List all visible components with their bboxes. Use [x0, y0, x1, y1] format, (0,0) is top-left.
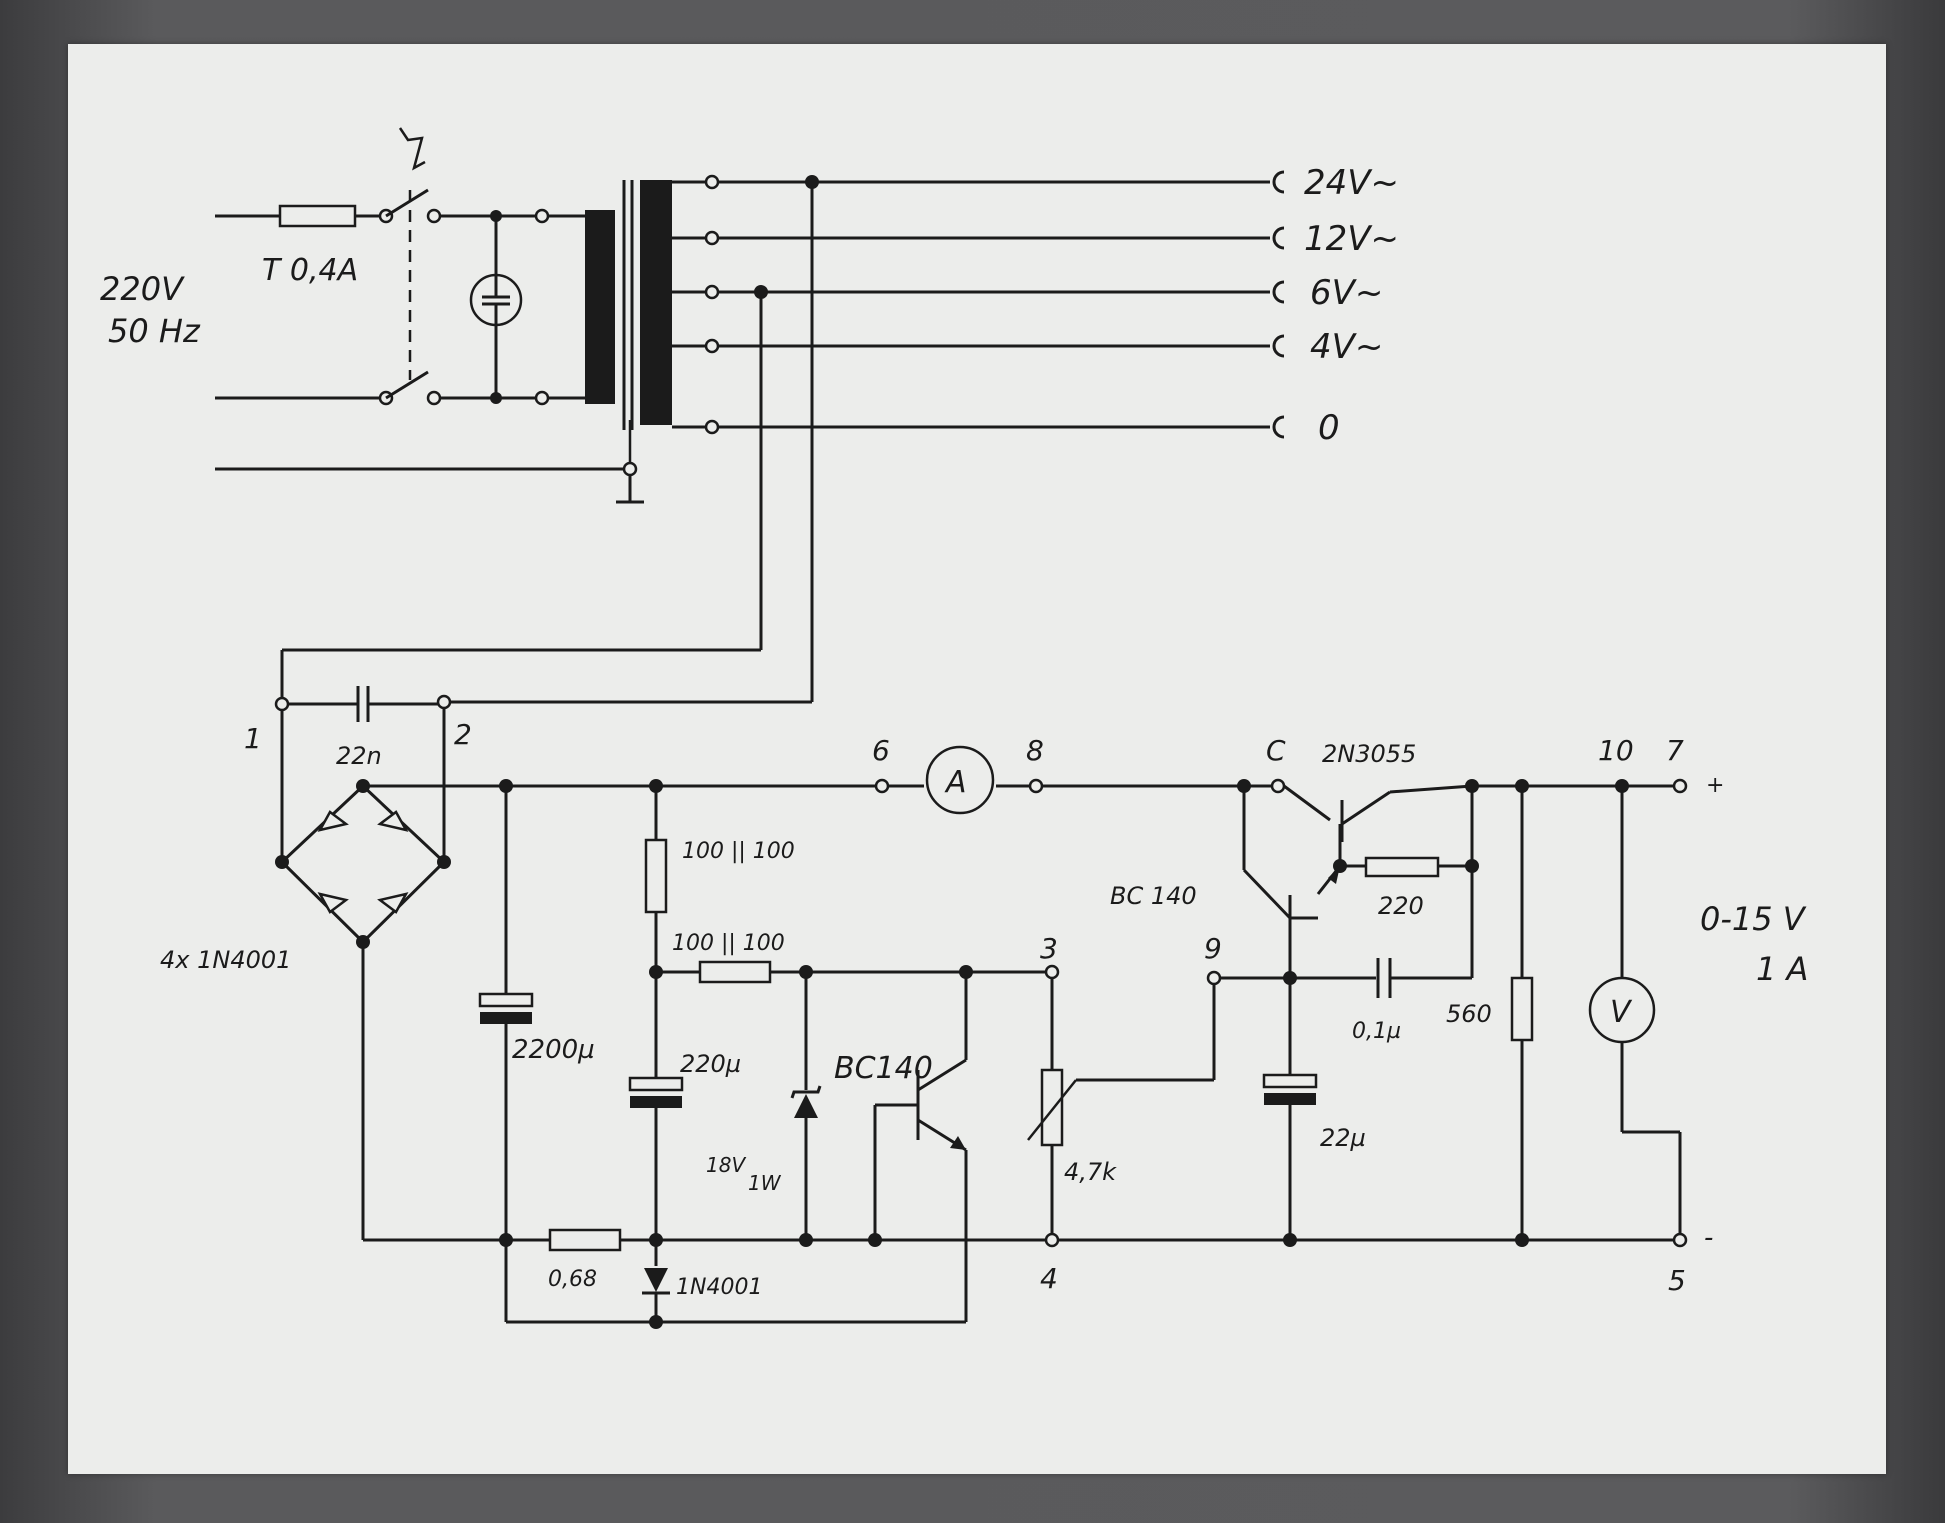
- bc140-driver-label: BC 140: [1110, 882, 1197, 910]
- mains-switch-top: [385, 188, 429, 218]
- negative-rail: [361, 942, 1688, 1252]
- terminal-5-label: 5: [1668, 1264, 1686, 1297]
- terminal-6-label: 6: [872, 734, 890, 767]
- output-voltage-rating: 0-15 V: [1700, 900, 1807, 938]
- cap-22-label: 22µ: [1320, 1124, 1366, 1152]
- cap-22n-label: 22n: [336, 742, 382, 770]
- node-1-label: 1: [244, 722, 262, 755]
- output-24v-label: 24V~: [1304, 163, 1399, 203]
- collector-label: C: [1266, 734, 1286, 767]
- output-6v-label: 6V~: [1310, 273, 1383, 313]
- cap-01-label: 0,1µ: [1352, 1019, 1401, 1044]
- mains-frequency-label: 50 Hz: [108, 312, 201, 350]
- r-mid-label: 100 || 100: [672, 931, 785, 956]
- output-current-rating: 1 A: [1756, 950, 1808, 988]
- transformer-outputs: [672, 170, 1285, 439]
- output-section: [1472, 778, 1688, 1240]
- terminal-8-label: 8: [1026, 734, 1044, 767]
- r-220-label: 220: [1378, 892, 1424, 920]
- mains-switch-bottom: [385, 370, 429, 400]
- positive-rail: [363, 745, 1286, 815]
- zener-power-label: 1W: [748, 1171, 782, 1195]
- output-plus-label: +: [1706, 773, 1724, 798]
- r-top-label: 100 || 100: [682, 839, 795, 864]
- reference-branch: [628, 786, 1060, 1329]
- pot-label: 4,7k: [1064, 1158, 1117, 1186]
- terminal-7-label: 7: [1666, 734, 1684, 767]
- mains-input-section: [215, 127, 644, 504]
- bridge-diodes-label: 4x 1N4001: [160, 946, 291, 974]
- bridge-feed-wires: [274, 182, 814, 862]
- zener-label: 18V: [706, 1153, 746, 1177]
- ammeter-label: A: [944, 765, 967, 800]
- output-0-label: 0: [1318, 408, 1340, 448]
- mains-voltage-label: 220V: [100, 270, 185, 308]
- terminal-9-label: 9: [1204, 932, 1222, 965]
- potentiometer: [1027, 970, 1222, 1248]
- terminal-10-label: 10: [1598, 734, 1634, 767]
- output-4v-label: 4V~: [1310, 327, 1383, 367]
- filter-capacitor: [478, 786, 966, 1324]
- cap-2200-label: 2200µ: [512, 1035, 595, 1065]
- voltmeter-label: V: [1610, 995, 1633, 1030]
- sense-resistor-label: 0,68: [548, 1267, 597, 1292]
- fuse-label: T 0,4A: [262, 253, 358, 288]
- fuse: [278, 204, 357, 228]
- ammeter: [925, 745, 995, 815]
- diode-bottom-label: 1N4001: [676, 1275, 762, 1300]
- r-560-label: 560: [1446, 1000, 1492, 1028]
- node-2-label: 2: [454, 718, 472, 751]
- neon-lamp: [469, 273, 523, 327]
- terminal-4-label: 4: [1040, 1262, 1058, 1295]
- bridge-rectifier: [275, 779, 451, 949]
- output-minus-label: -: [1704, 1223, 1713, 1253]
- terminal-3-label: 3: [1040, 932, 1058, 965]
- regulator-transistors: [1220, 779, 1479, 1240]
- 2n3055-label: 2N3055: [1322, 740, 1416, 768]
- cap-220-label: 220µ: [680, 1050, 741, 1078]
- sense-resistor: [548, 1228, 622, 1252]
- transformer: [585, 180, 672, 430]
- bc140-left-label: BC140: [834, 1051, 933, 1086]
- output-12v-label: 12V~: [1304, 219, 1399, 259]
